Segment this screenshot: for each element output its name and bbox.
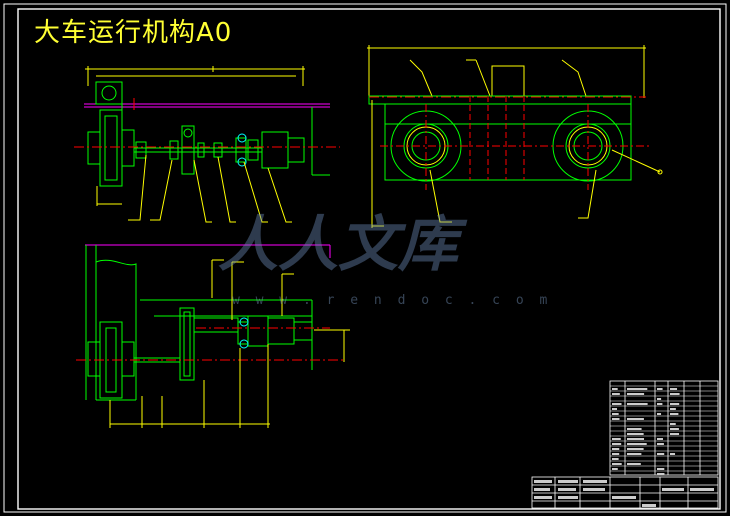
watermark-url: w w w . r e n d o c . c o m [232, 293, 551, 308]
watermark-logo: 人人文库 [218, 196, 458, 283]
drawing-title: 大车运行机构A0 [34, 12, 232, 49]
parts-list-rows [610, 386, 718, 471]
title-block-entries [534, 480, 714, 507]
